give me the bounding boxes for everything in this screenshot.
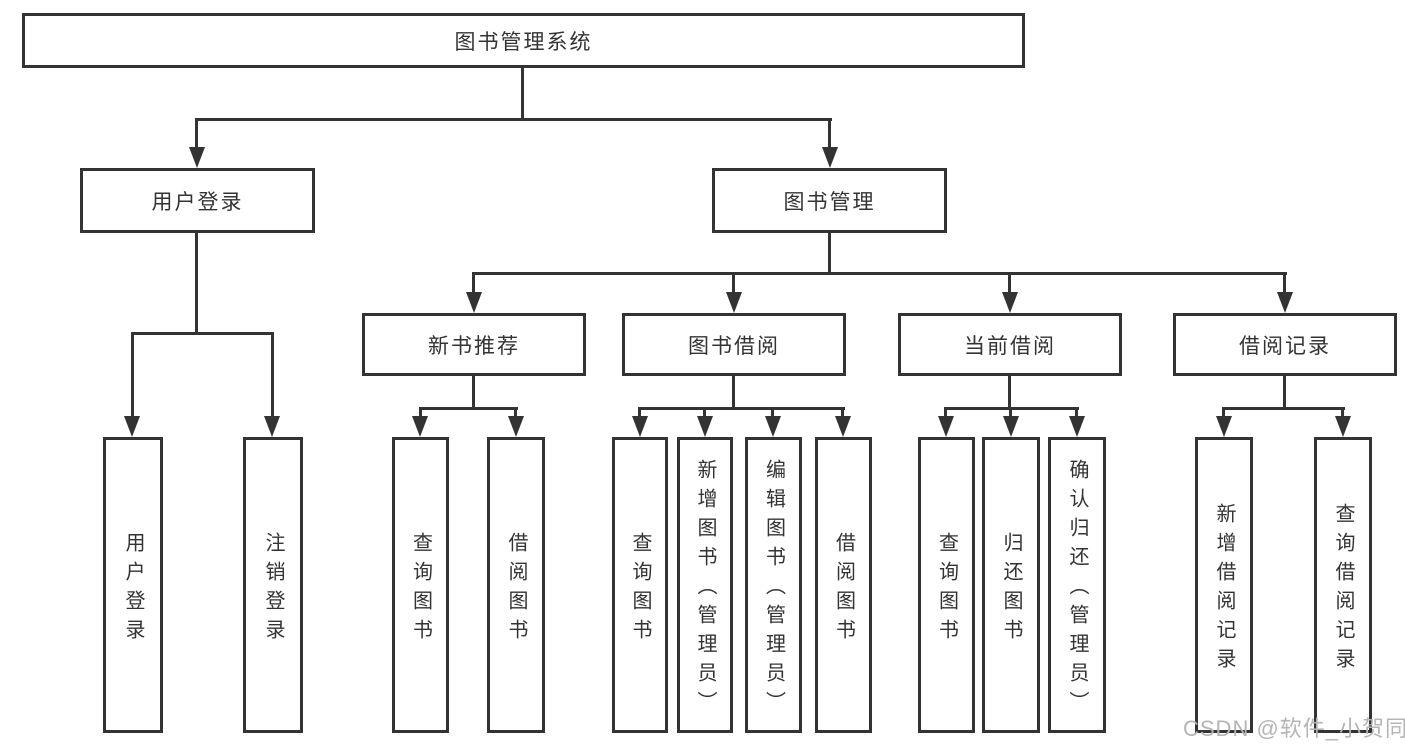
arrowhead-down (697, 416, 713, 437)
connector-hline (945, 407, 1079, 410)
connector-vline (732, 376, 735, 409)
connector-vline (521, 68, 524, 119)
connector-vline (1341, 407, 1344, 418)
connector-vline (1222, 407, 1225, 418)
node-book-management-system: 图书管理系统 (22, 13, 1025, 68)
node-current-borrowing: 当前借阅 (898, 313, 1122, 376)
arrowhead-down (1216, 416, 1232, 437)
leaf-query-books-current: 查询图书 (918, 437, 975, 733)
connector-vline (828, 233, 831, 274)
connector-hline (472, 272, 1287, 275)
arrowhead-down (264, 416, 280, 437)
arrowhead-down (189, 147, 205, 168)
connector-vline (195, 118, 198, 150)
arrowhead-down (412, 416, 428, 437)
connector-hline (196, 118, 832, 121)
arrowhead-down (726, 292, 742, 313)
arrowhead-down (1069, 416, 1085, 437)
connector-vline (944, 407, 947, 418)
arrowhead-down (466, 292, 482, 313)
connector-vline (638, 407, 641, 418)
leaf-borrow-books-recommend: 借阅图书 (487, 437, 545, 733)
connector-hline (1223, 407, 1345, 410)
connector-vline (703, 407, 706, 418)
arrowhead-down (938, 416, 954, 437)
leaf-query-books-recommend: 查询图书 (392, 437, 449, 733)
connector-vline (1283, 376, 1286, 409)
arrowhead-down (1003, 416, 1019, 437)
leaf-add-borrow-record: 新增借阅记录 (1195, 437, 1253, 733)
arrowhead-down (1277, 292, 1293, 313)
arrowhead-down (508, 416, 524, 437)
connector-vline (771, 407, 774, 418)
arrowhead-down (632, 416, 648, 437)
connector-vline (732, 272, 735, 294)
connector-vline (1283, 272, 1286, 294)
node-book-management: 图书管理 (712, 168, 947, 233)
arrowhead-down (835, 416, 851, 437)
connector-vline (472, 376, 475, 409)
arrowhead-down (1335, 416, 1351, 437)
node-borrowing-records: 借阅记录 (1173, 313, 1397, 376)
connector-vline (1075, 407, 1078, 418)
leaf-user-login: 用户登录 (103, 437, 163, 733)
leaf-query-books-borrow: 查询图书 (612, 437, 668, 733)
leaf-edit-books-admin: 编辑图书（管理员） (745, 437, 802, 733)
node-new-book-recommendation: 新书推荐 (362, 313, 586, 376)
connector-vline (419, 407, 422, 418)
leaf-add-books-admin: 新增图书（管理员） (677, 437, 733, 733)
arrowhead-down (765, 416, 781, 437)
node-user-login: 用户登录 (80, 168, 315, 233)
leaf-query-borrow-record: 查询借阅记录 (1314, 437, 1372, 733)
leaf-logout: 注销登录 (243, 437, 303, 733)
connector-hline (639, 407, 845, 410)
arrowhead-down (124, 416, 140, 437)
arrowhead-down (1002, 292, 1018, 313)
connector-vline (131, 332, 134, 418)
connector-vline (271, 332, 274, 418)
connector-vline (514, 407, 517, 418)
leaf-borrow-books: 借阅图书 (815, 437, 872, 733)
connector-vline (1009, 407, 1012, 418)
connector-vline (195, 233, 198, 334)
connector-vline (828, 118, 831, 150)
connector-vline (1008, 376, 1011, 409)
connector-vline (1008, 272, 1011, 294)
connector-hline (419, 407, 518, 410)
connector-vline (472, 272, 475, 294)
connector-vline (841, 407, 844, 418)
node-book-borrowing: 图书借阅 (622, 313, 846, 376)
leaf-return-books: 归还图书 (982, 437, 1040, 733)
leaf-confirm-return-admin: 确认归还（管理员） (1048, 437, 1106, 733)
arrowhead-down (822, 147, 838, 168)
connector-hline (131, 332, 274, 335)
